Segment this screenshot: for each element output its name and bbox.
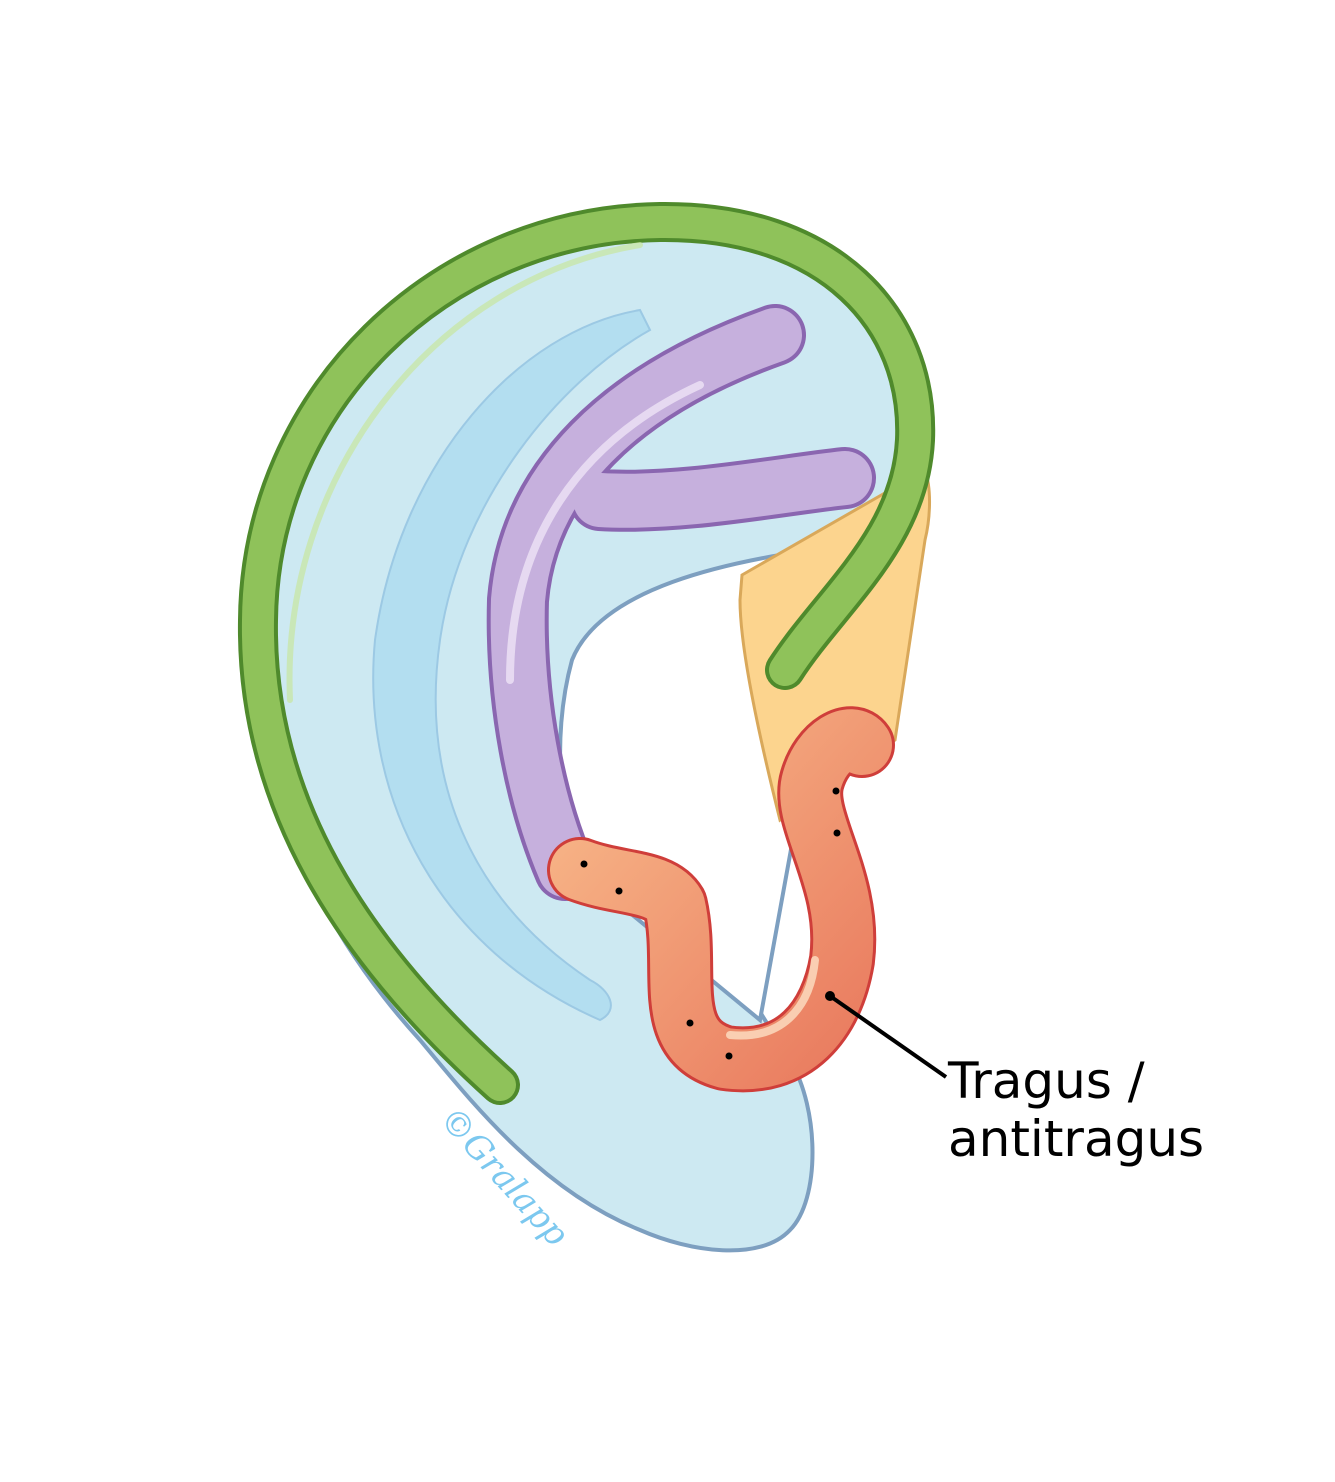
antihelix [486,304,876,901]
label-tragus-line2: antitragus [948,1110,1204,1168]
tragus-antitragus [547,706,895,1093]
helix [237,201,936,1105]
label-tragus-line1: Tragus / [947,1052,1145,1110]
leader-line [828,994,948,1079]
scapha [372,308,652,1022]
